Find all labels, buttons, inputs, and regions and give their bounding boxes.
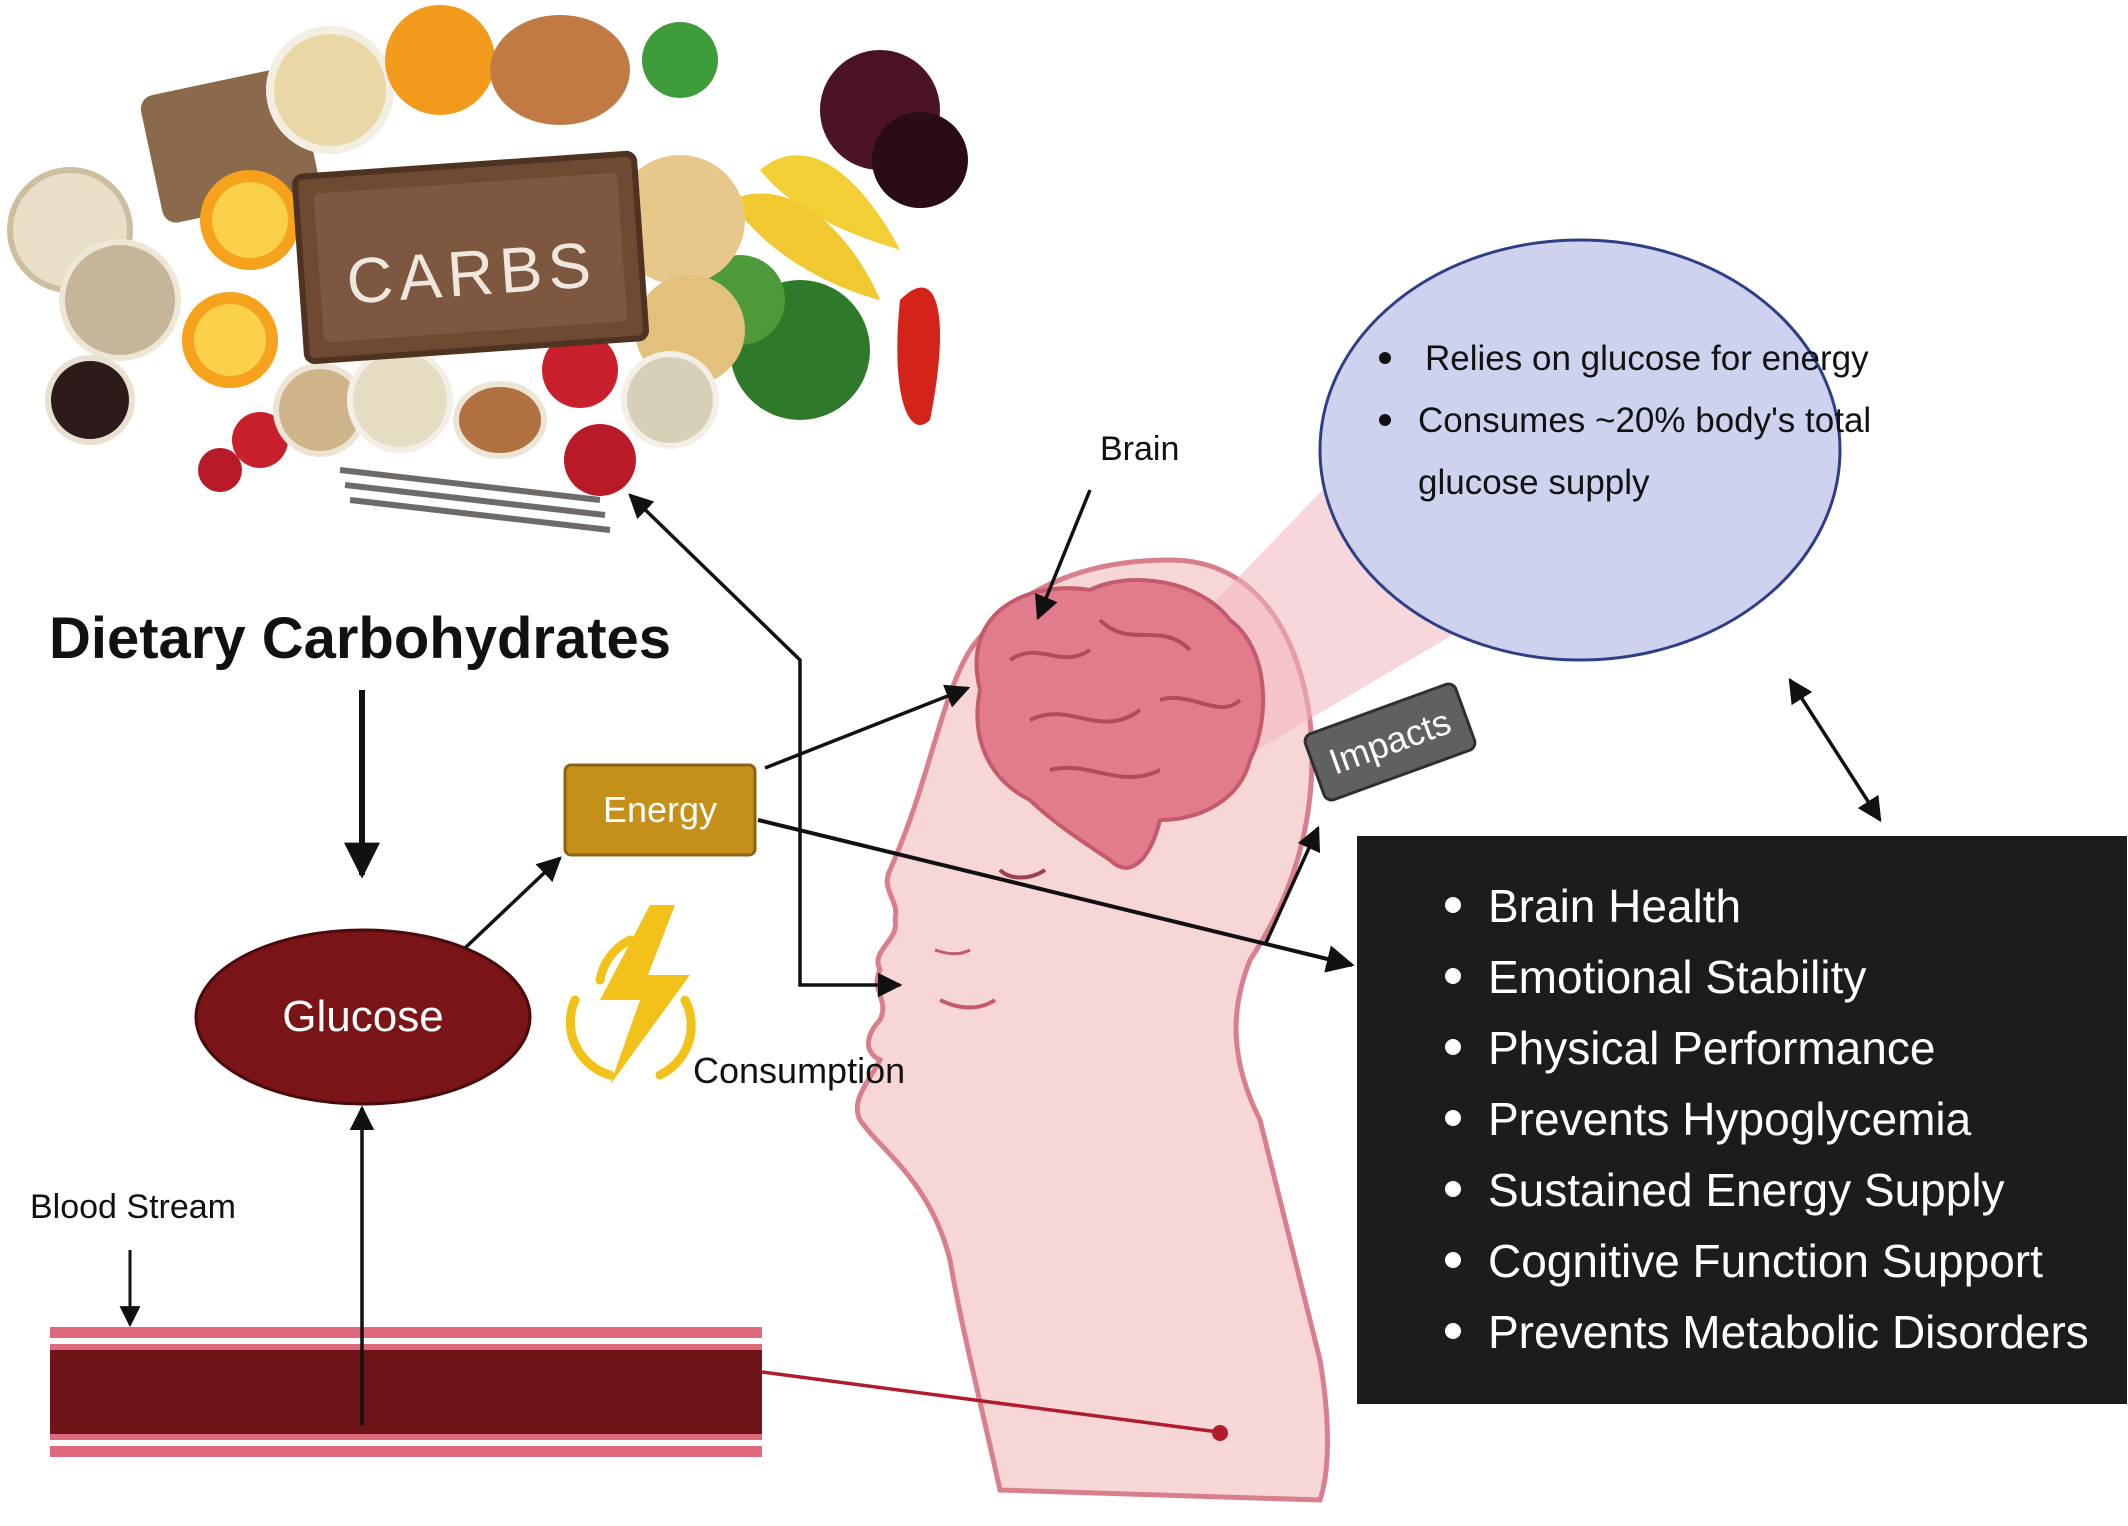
brain-info-item: glucose supply xyxy=(1418,463,1650,502)
bullet-icon xyxy=(1445,968,1461,984)
blood-vessel xyxy=(50,1327,762,1457)
bullet-icon xyxy=(1445,1039,1461,1055)
impact-item: Cognitive Function Support xyxy=(1488,1235,2043,1287)
glucose-label: Glucose xyxy=(282,992,443,1041)
bullet-icon xyxy=(1379,352,1391,364)
carbohydrate-foods-illustration: CARBS xyxy=(7,5,968,533)
bullet-icon xyxy=(1379,414,1391,426)
lightning-energy-icon xyxy=(565,905,696,1085)
impacts-tag: Impacts xyxy=(1303,682,1477,802)
brain-info-item: Relies on glucose for energy xyxy=(1425,339,1869,378)
impact-item: Sustained Energy Supply xyxy=(1488,1164,2005,1216)
brain-info-item: Consumes ~20% body's total xyxy=(1418,401,1871,440)
arrow-consumption xyxy=(628,493,903,998)
glucose-node xyxy=(194,928,532,1106)
brain-info-bubble xyxy=(1318,238,1842,662)
impact-item: Prevents Hypoglycemia xyxy=(1488,1093,1972,1145)
arrow-to-impacts-tag xyxy=(1263,825,1321,946)
bullet-icon xyxy=(1445,1252,1461,1268)
blood-stream-label: Blood Stream xyxy=(30,1188,236,1226)
impacts-list-box xyxy=(1357,836,2127,1404)
diagram-title: Dietary Carbohydrates xyxy=(49,606,671,671)
brain-info-list: Relies on glucose for energy Consumes ~2… xyxy=(1379,339,1871,502)
consumption-label: Consumption xyxy=(693,1050,905,1091)
impact-item: Emotional Stability xyxy=(1488,951,1866,1003)
pointer-blood-to-head xyxy=(761,1370,1219,1434)
arrow-glucose-to-energy xyxy=(463,856,562,950)
bullet-icon xyxy=(1445,1323,1461,1339)
arrow-brain-label xyxy=(1034,489,1092,621)
bullet-icon xyxy=(1445,897,1461,913)
energy-label: Energy xyxy=(603,789,717,830)
impact-item: Prevents Metabolic Disorders xyxy=(1488,1306,2089,1358)
pointer-dot xyxy=(1212,1425,1228,1441)
bullet-icon xyxy=(1445,1110,1461,1126)
bullet-icon xyxy=(1445,1181,1461,1197)
carbs-board-text: CARBS xyxy=(344,228,599,317)
arrow-bubble-impacts xyxy=(1788,677,1882,823)
impact-item: Brain Health xyxy=(1488,880,1741,932)
impacts-list: Brain Health Emotional Stability Physica… xyxy=(1445,880,2089,1358)
brain-label: Brain xyxy=(1100,430,1179,468)
impact-item: Physical Performance xyxy=(1488,1022,1935,1074)
